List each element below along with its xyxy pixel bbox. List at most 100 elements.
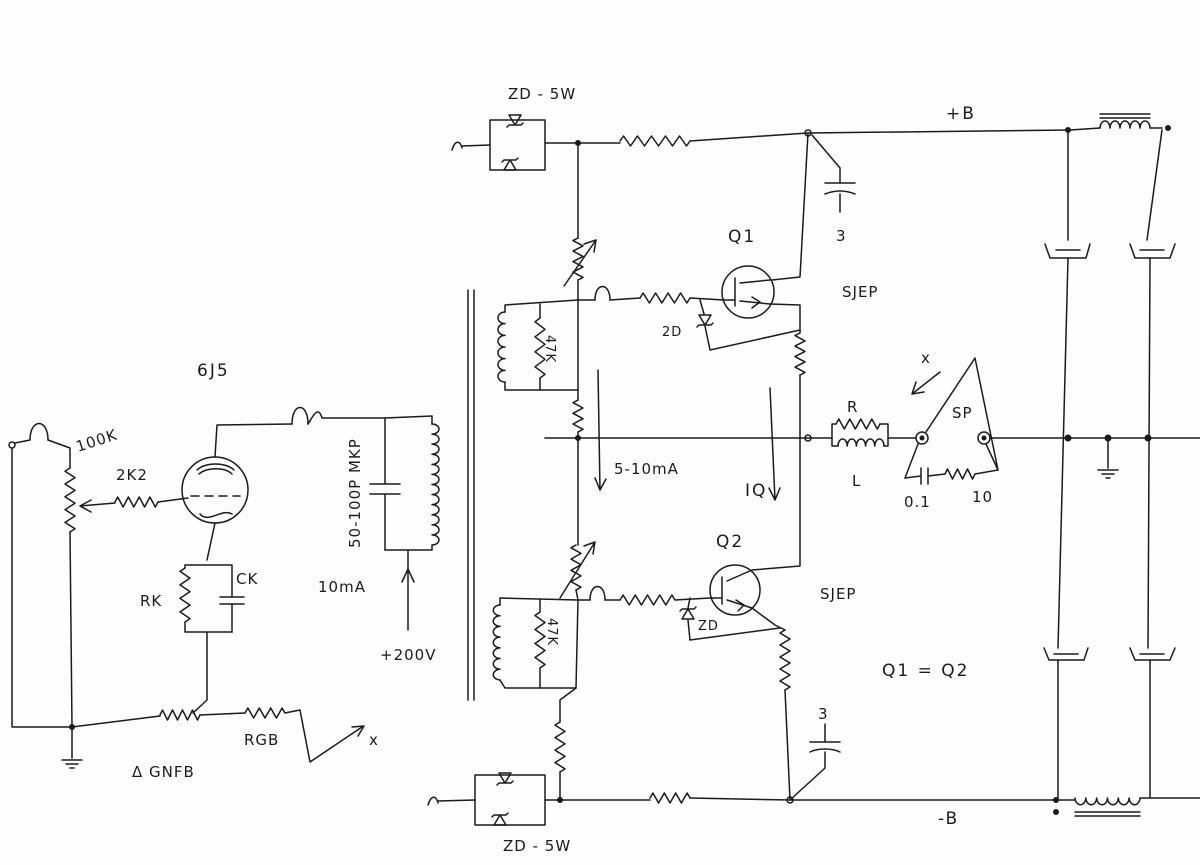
wire-feedback-mid: [199, 712, 246, 716]
plate-lead-loop: [291, 406, 309, 425]
node-out-1148: [1144, 434, 1152, 442]
wire-input: [14, 439, 31, 444]
res-zobel-r: [835, 418, 881, 430]
wire-gate-q1-2: [609, 297, 641, 301]
res-q1-source: [794, 332, 806, 376]
arrow-iq-range: [594, 369, 607, 491]
label-minus-b: -B: [938, 809, 959, 829]
choke-bottom-core: [1074, 811, 1141, 817]
q1-source-arrow: [751, 296, 761, 309]
wire-bias-lower: [575, 589, 579, 601]
res-left-low: [554, 721, 566, 773]
wire-choke-bottom: [384, 544, 433, 551]
res-left-mid-upper: [572, 399, 584, 433]
coil-zobel-l: [837, 438, 885, 447]
wire-q1-drain: [771, 132, 809, 281]
zener-bottom-lower: [491, 812, 509, 826]
label-zener-q1: 2D: [662, 325, 682, 340]
label-47k-bottom: 47K: [544, 618, 559, 646]
res-47k-top: [534, 317, 546, 379]
label-rk: RK: [140, 592, 162, 610]
choke-top: [1099, 120, 1151, 129]
choke-coil: [431, 423, 440, 546]
cap-bottom: [809, 723, 841, 753]
choke-bottom: [1074, 797, 1141, 806]
label-gnfb: Δ GNFB: [132, 763, 195, 781]
label-sjep-q2: SJEP: [820, 585, 856, 603]
node-bottom-790: [786, 796, 794, 804]
q1-body: [721, 265, 775, 319]
wire-cap-bottom: [789, 751, 826, 801]
zener-q2: [679, 606, 697, 620]
zd-bridge-top: [489, 119, 546, 171]
label-sjep-q1: SJEP: [842, 283, 878, 301]
cap-mkp: [369, 417, 401, 551]
label-q2: Q2: [716, 532, 744, 552]
label-x-left: x: [369, 731, 379, 749]
cap-col-2-bottom: [1129, 647, 1176, 661]
winding-lower-frame: [499, 597, 579, 689]
label-zd-5w-top: ZD - 5W: [508, 85, 576, 103]
wire-cap-col-2: [1146, 129, 1163, 799]
pot-100k: [64, 467, 76, 533]
label-ck: CK: [236, 570, 258, 588]
zd-bridge-bottom: [474, 774, 546, 826]
gate-q1-loop: [594, 285, 611, 301]
res-2k2: [114, 496, 159, 508]
label-q1: Q1: [728, 227, 756, 247]
cap-top: [824, 182, 856, 213]
ground-left: [61, 759, 83, 769]
label-tube-current: 10mA: [318, 578, 366, 596]
zobel-frame: [831, 423, 917, 447]
label-zobel-r: R: [847, 398, 858, 416]
label-cap-bottom-3: 3: [818, 705, 829, 723]
label-res-2k2: 2K2: [116, 466, 148, 484]
wire-q1-source: [769, 303, 801, 334]
cap-col-1-top: [1044, 243, 1091, 259]
pot-bias-upper: [572, 237, 584, 281]
gate-q2-loop: [589, 585, 606, 601]
q1-leads: [739, 279, 771, 305]
res-bottom-rail: [649, 792, 691, 804]
label-zobel-l: L: [852, 472, 861, 490]
label-pot-100k: 100K: [74, 426, 120, 456]
transformer-core: [467, 289, 475, 701]
label-cap-mkp: 50-100P MKP: [346, 438, 364, 548]
wire-gate-q2-3: [674, 597, 711, 601]
choke-top-core: [1099, 113, 1151, 119]
wire-gate-q1-3: [689, 297, 725, 301]
input-shield-loop: [29, 422, 49, 441]
arrow-iq: [768, 387, 781, 501]
label-x-right: x: [921, 349, 931, 367]
res-gate-q1: [639, 292, 691, 304]
node-bottom-560: [557, 797, 563, 803]
label-speaker: SP: [952, 404, 973, 422]
tube-cathode: [199, 511, 233, 519]
label-iq-range: 5-10mA: [614, 460, 679, 478]
wire-cap-col-1: [1057, 129, 1069, 801]
wire-feedback: [71, 715, 161, 728]
zener-top-upper: [506, 114, 524, 128]
feedback-arrow-head: [351, 725, 365, 737]
label-zener-q2: ZD: [698, 619, 719, 634]
pot-bias-lower: [570, 544, 582, 591]
wire-jack-return: [11, 447, 73, 728]
terminal-top-right: [1165, 125, 1171, 131]
speaker-zobel-cap: [904, 467, 946, 485]
q2-gate-bar: [709, 576, 723, 605]
wire-feedback-out: [284, 709, 363, 763]
zener-bottom-upper: [496, 772, 514, 786]
wire-plate-right: [307, 411, 386, 425]
res-gate-q2: [619, 594, 676, 606]
label-tube-6j5: 6J5: [197, 361, 230, 381]
winding-lower: [492, 604, 501, 681]
wire-cathode: [184, 522, 233, 598]
speaker-zobel-res: [944, 468, 976, 480]
wire-cathode-bottom: [184, 621, 233, 714]
res-47k-bottom: [534, 611, 546, 669]
res-q2-source: [779, 629, 791, 691]
cap-col-2-top: [1129, 243, 1176, 259]
label-rfb: RGB: [244, 731, 279, 749]
wire-pot-bottom: [69, 531, 73, 728]
